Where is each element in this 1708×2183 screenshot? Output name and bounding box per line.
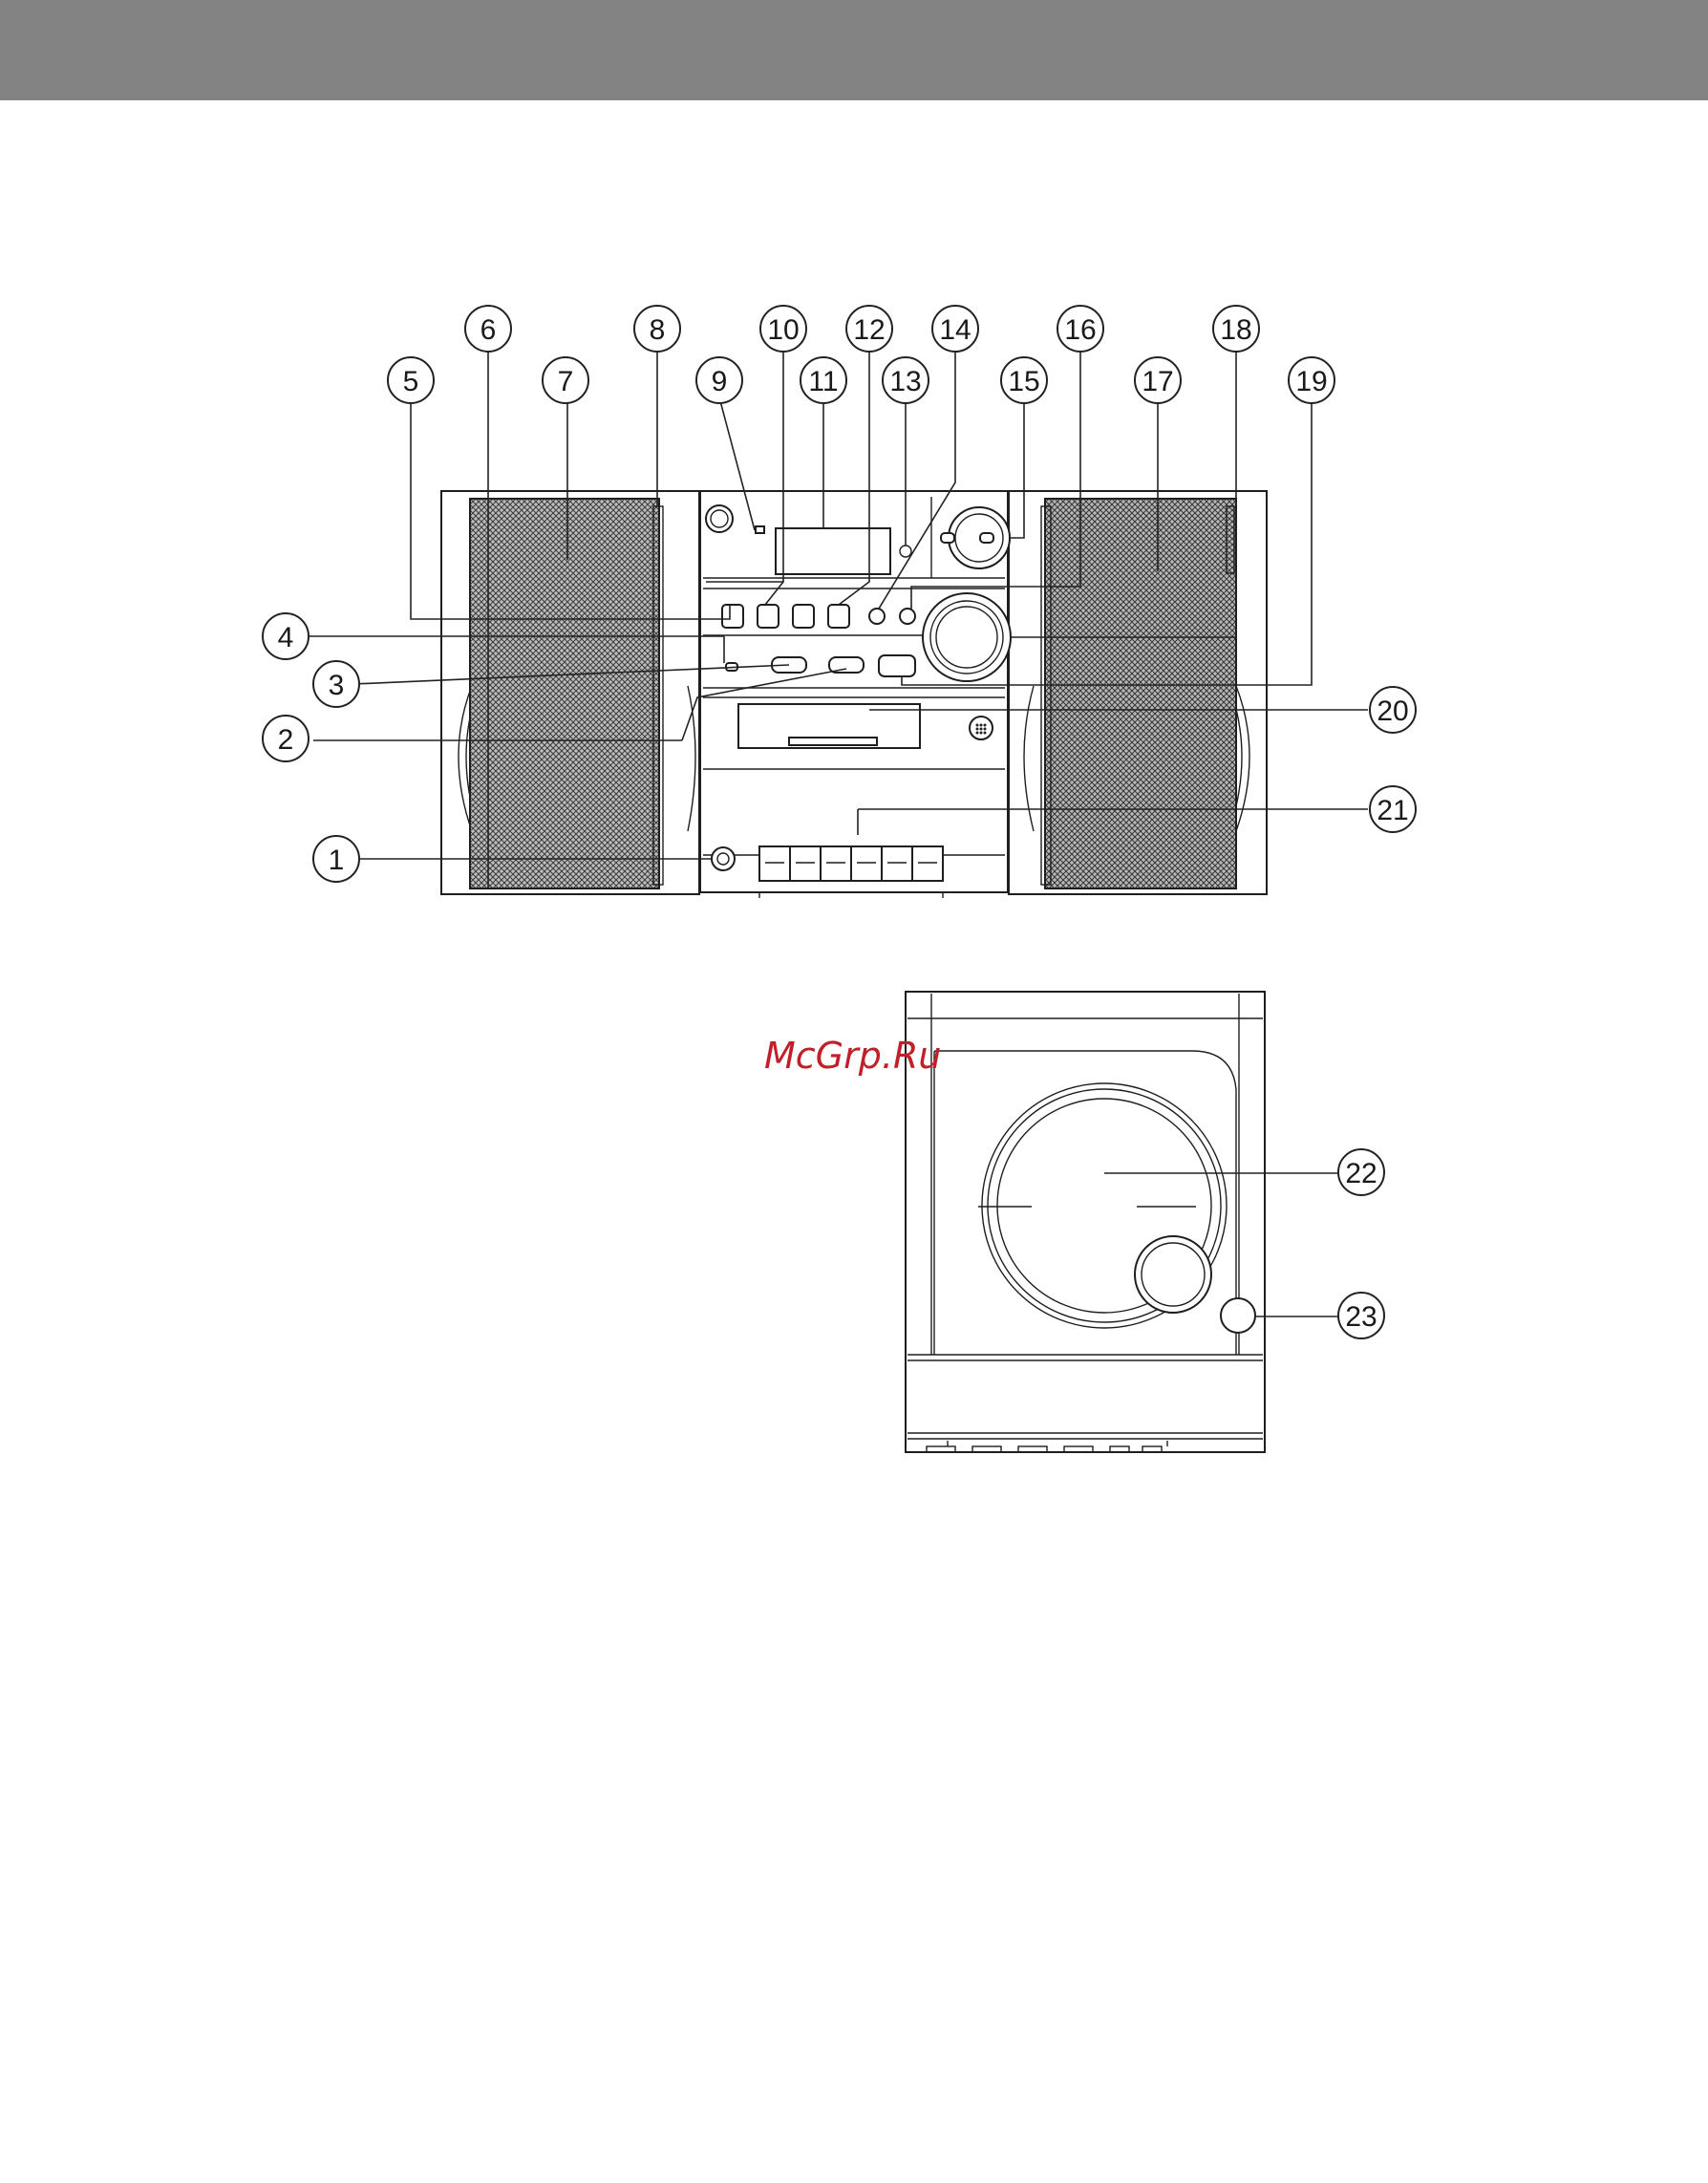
svg-text:22: 22 [1345,1158,1377,1189]
callout-6: 6 [465,306,511,352]
display-window [776,528,890,574]
callout-16: 16 [1057,306,1103,352]
callout-21: 21 [1370,786,1416,832]
svg-text:15: 15 [1008,366,1039,397]
lid-knob[interactable] [1135,1236,1211,1313]
svg-text:3: 3 [329,670,345,701]
svg-text:11: 11 [808,366,838,397]
button-19[interactable] [879,655,915,676]
cassette-buttons [759,846,943,881]
callout-4: 4 [263,613,309,659]
callout-3: 3 [313,661,359,707]
watermark-text: McGrp.Ru [764,1035,941,1077]
svg-text:21: 21 [1377,795,1408,826]
cassette-button-1[interactable] [759,846,790,881]
svg-text:20: 20 [1377,696,1408,727]
callout-17: 17 [1135,357,1181,403]
svg-text:18: 18 [1220,314,1251,346]
callout-13: 13 [883,357,929,403]
svg-text:4: 4 [278,622,294,653]
callout-10: 10 [760,306,806,352]
svg-text:10: 10 [767,314,799,346]
callout-2: 2 [263,716,309,761]
button-2[interactable] [829,657,864,673]
button-13[interactable] [869,609,885,624]
svg-text:9: 9 [712,366,728,397]
button-5[interactable] [722,605,743,628]
svg-text:7: 7 [558,366,574,397]
svg-text:13: 13 [889,366,921,397]
callout-9: 9 [696,357,742,403]
cassette-button-3[interactable] [821,846,851,881]
callout-8: 8 [634,306,680,352]
front-view: 1 2 3 4 5 6 7 8 9 10 11 12 13 14 15 16 1… [263,306,1416,898]
button-11[interactable] [793,605,814,628]
button-12[interactable] [828,605,849,628]
callout-1: 1 [313,836,359,882]
svg-text:5: 5 [403,366,419,397]
svg-text:6: 6 [480,314,497,346]
main-unit [700,491,1011,898]
callout-14: 14 [932,306,978,352]
callout-23: 23 [1338,1293,1384,1338]
svg-text:2: 2 [278,724,294,756]
cassette-button-5[interactable] [882,846,912,881]
headphone-jack[interactable] [712,847,735,870]
cassette-button-6[interactable] [912,846,943,881]
left-speaker [441,491,699,894]
svg-text:19: 19 [1295,366,1327,397]
top-view: 22 23 [906,992,1384,1452]
callout-18: 18 [1213,306,1259,352]
cassette-button-2[interactable] [790,846,821,881]
cassette-button-4[interactable] [851,846,882,881]
svg-text:12: 12 [853,314,885,346]
right-speaker-grille [1045,499,1236,888]
svg-text:17: 17 [1142,366,1173,397]
standby-indicator [756,526,764,533]
right-speaker [1009,491,1267,894]
callout-5: 5 [388,357,434,403]
button-14[interactable] [900,609,915,624]
svg-text:1: 1 [329,845,345,876]
callout-15: 15 [1001,357,1047,403]
lid-open-button[interactable] [1221,1298,1255,1333]
power-knob[interactable] [706,505,733,532]
callout-20: 20 [1370,687,1416,733]
svg-text:16: 16 [1064,314,1096,346]
svg-text:8: 8 [650,314,666,346]
callout-22: 22 [1338,1149,1384,1195]
callout-12: 12 [846,306,892,352]
left-speaker-grille [470,499,659,888]
callout-7: 7 [543,357,588,403]
callout-11: 11 [801,357,846,403]
button-10[interactable] [758,605,779,628]
callout-19: 19 [1289,357,1334,403]
svg-text:23: 23 [1345,1301,1377,1333]
svg-text:14: 14 [939,314,971,346]
